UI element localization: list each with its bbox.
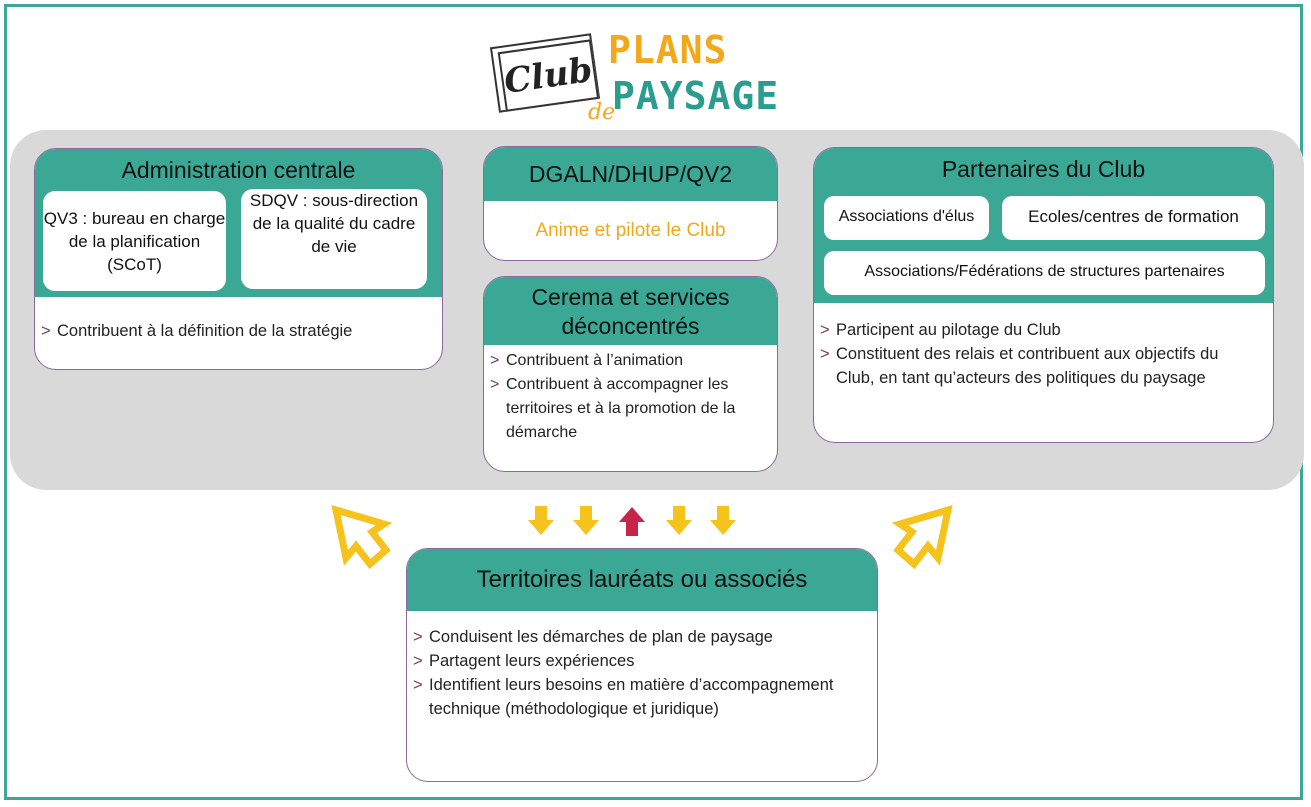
card-territoires: Territoires lauréats ou associés Conduis… — [406, 548, 878, 782]
subbox-sdqv-text: SDQV : sous-direction de la qualité du c… — [249, 191, 419, 256]
subbox-sdqv: SDQV : sous-direction de la qualité du c… — [241, 189, 427, 289]
up-arrow-icon — [619, 507, 645, 536]
card-dgaln: DGALN/DHUP/QV2 Anime et pilote le Club — [483, 146, 778, 261]
down-arrow-icon — [528, 506, 554, 535]
card-territoires-title: Territoires lauréats ou associés — [407, 549, 877, 611]
down-arrow-icon — [573, 506, 599, 535]
pill-associations-elus: Associations d'élus — [824, 196, 989, 240]
card-cerema: Cerema et services déconcentrés Contribu… — [483, 276, 778, 472]
pill-federations: Associations/Fédérations de structures p… — [824, 251, 1265, 295]
partners-bullet: Constituent des relais et contribuent au… — [814, 342, 1254, 390]
partners-bullet: Participent au pilotage du Club — [814, 318, 1254, 342]
admin-bullet: Contribuent à la définition de la straté… — [35, 319, 352, 343]
card-administration-title: Administration centrale — [121, 157, 356, 183]
card-administration-centrale: Administration centrale QV3 : bureau en … — [34, 148, 443, 370]
down-arrow-icon — [710, 506, 736, 535]
card-dgaln-title: DGALN/DHUP/QV2 — [484, 147, 777, 201]
card-partenaires: Partenaires du Club Associations d'élus … — [813, 147, 1274, 443]
subbox-qv3: QV3 : bureau en charge de la planificati… — [43, 191, 226, 291]
admin-bullets: Contribuent à la définition de la straté… — [35, 319, 352, 343]
club-logo-paysage: PAYSAGE — [612, 74, 780, 118]
cerema-bullet: Contribuent à l’animation — [484, 349, 777, 373]
subbox-qv3-text: QV3 : bureau en charge de la planificati… — [43, 208, 226, 274]
territories-bullet: Partagent leurs expériences — [407, 649, 877, 673]
cerema-bullets: Contribuent à l’animation Contribuent à … — [484, 345, 777, 445]
right-big-arrow-icon — [891, 505, 953, 570]
card-cerema-title: Cerema et services déconcentrés — [484, 277, 777, 345]
partners-bullets: Participent au pilotage du Club Constitu… — [814, 318, 1254, 390]
club-logo-plans: PLANS — [608, 28, 728, 72]
territories-bullets: Conduisent les démarches de plan de pays… — [407, 611, 877, 721]
left-big-arrow-icon — [331, 505, 393, 570]
cerema-bullet: Contribuent à accompagner les territoire… — [484, 373, 777, 445]
card-dgaln-subtitle: Anime et pilote le Club — [535, 220, 726, 241]
down-arrow-icon — [666, 506, 692, 535]
territories-bullet: Conduisent les démarches de plan de pays… — [407, 625, 877, 649]
club-logo: Club PLANS de PAYSAGE — [488, 26, 788, 136]
card-partenaires-title: Partenaires du Club — [941, 156, 1146, 182]
territories-bullet: Identifient leurs besoins en matière d’a… — [407, 673, 877, 721]
pill-ecoles: Ecoles/centres de formation — [1002, 196, 1265, 240]
club-logo-de: de — [588, 100, 616, 125]
